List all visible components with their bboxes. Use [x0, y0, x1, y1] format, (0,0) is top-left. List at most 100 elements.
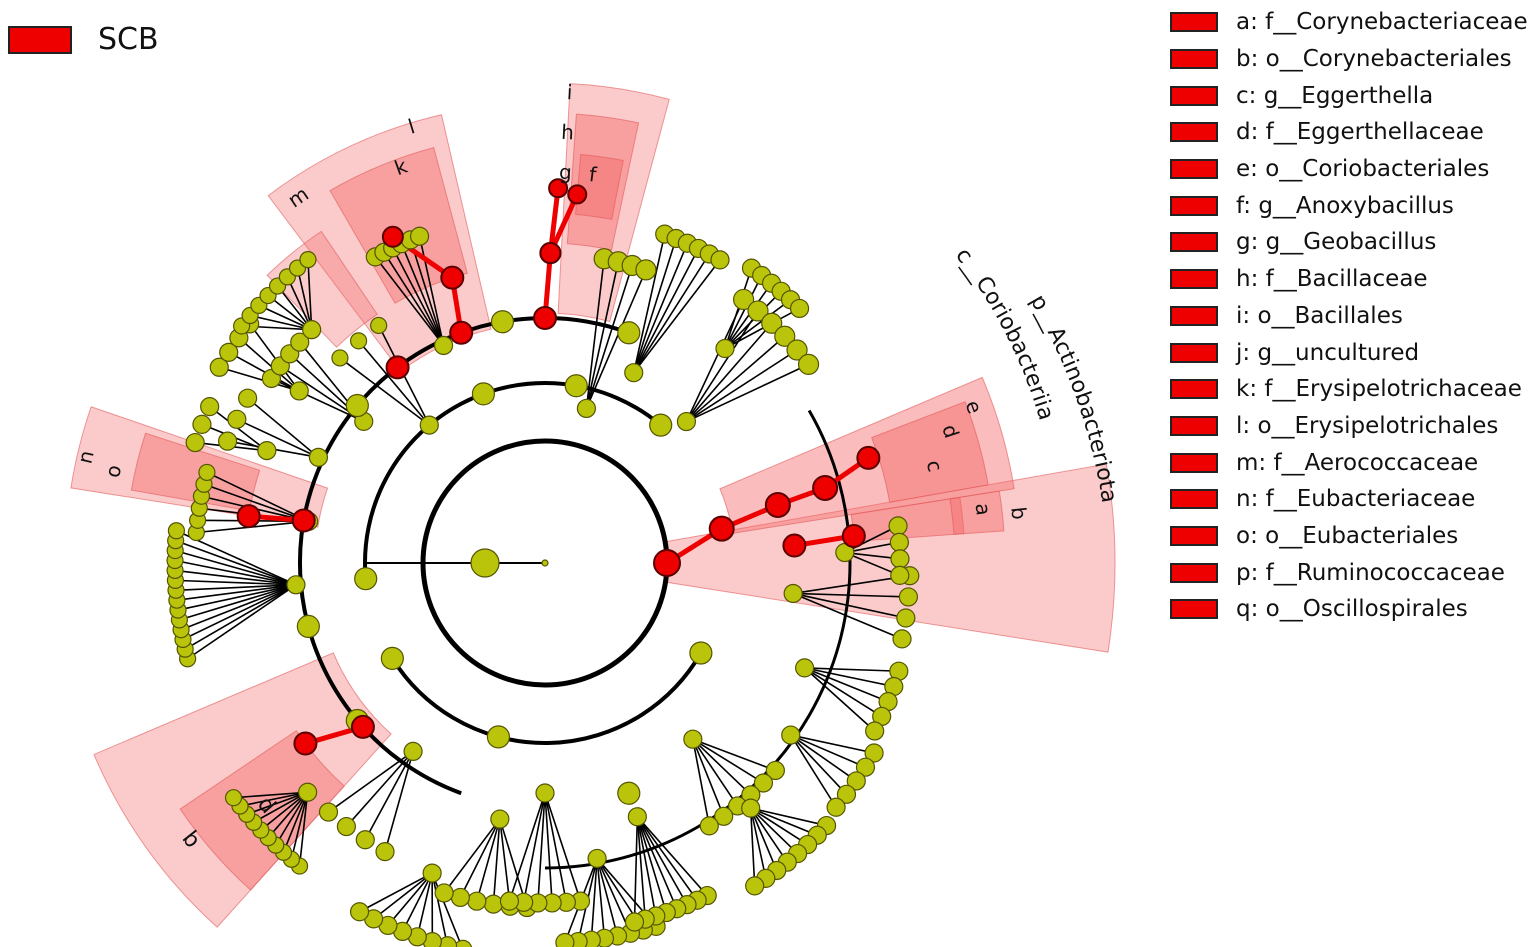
tree-edge	[749, 807, 767, 879]
tree-node	[298, 782, 318, 802]
tree-node	[167, 522, 186, 540]
tree-edge	[267, 791, 309, 839]
legend-swatch	[1170, 159, 1218, 180]
tree-edge	[692, 738, 725, 817]
tree-node	[747, 300, 769, 322]
legend-swatch	[1170, 379, 1218, 400]
legend-item: i: o__Bacillales	[1170, 298, 1528, 335]
tree-edge	[476, 818, 501, 902]
tree-node	[617, 321, 641, 345]
tree-edge	[804, 667, 894, 688]
tree-node	[238, 388, 258, 408]
tree-node	[783, 583, 803, 604]
legend-item: d: f__Eggerthellaceae	[1170, 114, 1528, 151]
tree-node	[257, 441, 277, 461]
legend-item: n: f__Eubacteriaceae	[1170, 481, 1528, 518]
legend-item: l: o__Erysipelotrichales	[1170, 408, 1528, 445]
tree-edge	[339, 357, 430, 426]
tree-node	[331, 349, 349, 367]
tree-edge	[636, 816, 647, 920]
clade-sector	[574, 154, 624, 221]
highlight-node	[440, 265, 465, 290]
tree-node	[290, 332, 310, 352]
legend-item: g: g__Geobacillus	[1170, 224, 1528, 261]
tree-edge	[258, 304, 312, 331]
highlight-node	[293, 731, 318, 756]
tree-edge	[633, 816, 639, 923]
tree-edge	[692, 738, 776, 772]
tree-node	[209, 357, 229, 377]
tree-node	[318, 802, 339, 822]
tree-node	[741, 798, 761, 818]
tree-edge	[793, 592, 909, 598]
tree-edge	[416, 872, 433, 937]
highlight-node	[764, 491, 791, 518]
legend-swatch	[1170, 122, 1218, 143]
tree-edge	[431, 872, 449, 946]
tree-node	[624, 363, 644, 383]
tree-node	[745, 876, 765, 896]
tree-node	[732, 288, 755, 311]
tree-edge	[203, 483, 309, 523]
tree-node	[715, 338, 735, 359]
tree-edge	[692, 738, 764, 784]
legend-swatch	[1170, 342, 1218, 363]
tree-node	[224, 789, 243, 807]
tree-node	[689, 641, 713, 665]
highlight-node	[449, 320, 474, 345]
tree-edge	[175, 583, 296, 592]
tree-node	[433, 335, 454, 356]
tree-node	[781, 725, 801, 745]
sector-letter: g	[559, 160, 573, 185]
tree-edge	[307, 259, 313, 330]
legend-swatch	[1170, 562, 1218, 583]
tree-edge	[749, 808, 756, 886]
tree-node	[535, 783, 555, 803]
tree-node	[649, 413, 673, 437]
tree-node	[864, 743, 884, 763]
clade-sector	[179, 730, 345, 891]
legend-swatch	[1170, 49, 1218, 70]
tree-node	[714, 806, 734, 826]
tree-edge	[750, 807, 799, 855]
highlight-node	[812, 474, 839, 501]
tree-node	[855, 757, 876, 777]
tree-edge	[345, 750, 414, 828]
legend-swatch	[1170, 305, 1218, 326]
legend-item: f: g__Anoxybacillus	[1170, 187, 1528, 224]
tree-edge	[585, 265, 633, 409]
tree-edge	[632, 238, 677, 373]
tree-edge	[537, 792, 546, 903]
tree-node	[889, 532, 909, 552]
tree-node	[541, 559, 549, 567]
group-swatch	[8, 25, 72, 54]
tree-edge	[233, 791, 308, 799]
tree-node	[635, 259, 657, 281]
highlight-node	[856, 445, 881, 470]
tree-node	[483, 894, 504, 914]
group-label: SCB	[98, 22, 159, 57]
tree-edge	[228, 351, 300, 392]
tree-node	[826, 797, 846, 817]
tree-node	[355, 830, 375, 850]
tree-edge	[176, 583, 297, 601]
tree-node	[774, 325, 796, 347]
tree-edge	[431, 872, 463, 947]
tree-node	[345, 393, 369, 418]
legend-swatch	[1170, 85, 1218, 106]
legend-swatch	[1170, 232, 1218, 253]
legend-swatch	[1170, 269, 1218, 290]
legend-swatch	[1170, 525, 1218, 546]
tree-edge	[177, 584, 297, 611]
tree-edge	[632, 233, 666, 373]
tree-node	[349, 902, 370, 922]
tree-node	[467, 891, 487, 911]
tree-edge	[790, 734, 866, 768]
tree-arc	[298, 316, 630, 585]
tree-node	[299, 251, 317, 269]
tree-node	[710, 250, 730, 270]
tree-edge	[328, 750, 414, 813]
clade-sector	[93, 652, 392, 928]
tree-edge	[750, 807, 788, 863]
tree-edge	[750, 807, 827, 827]
